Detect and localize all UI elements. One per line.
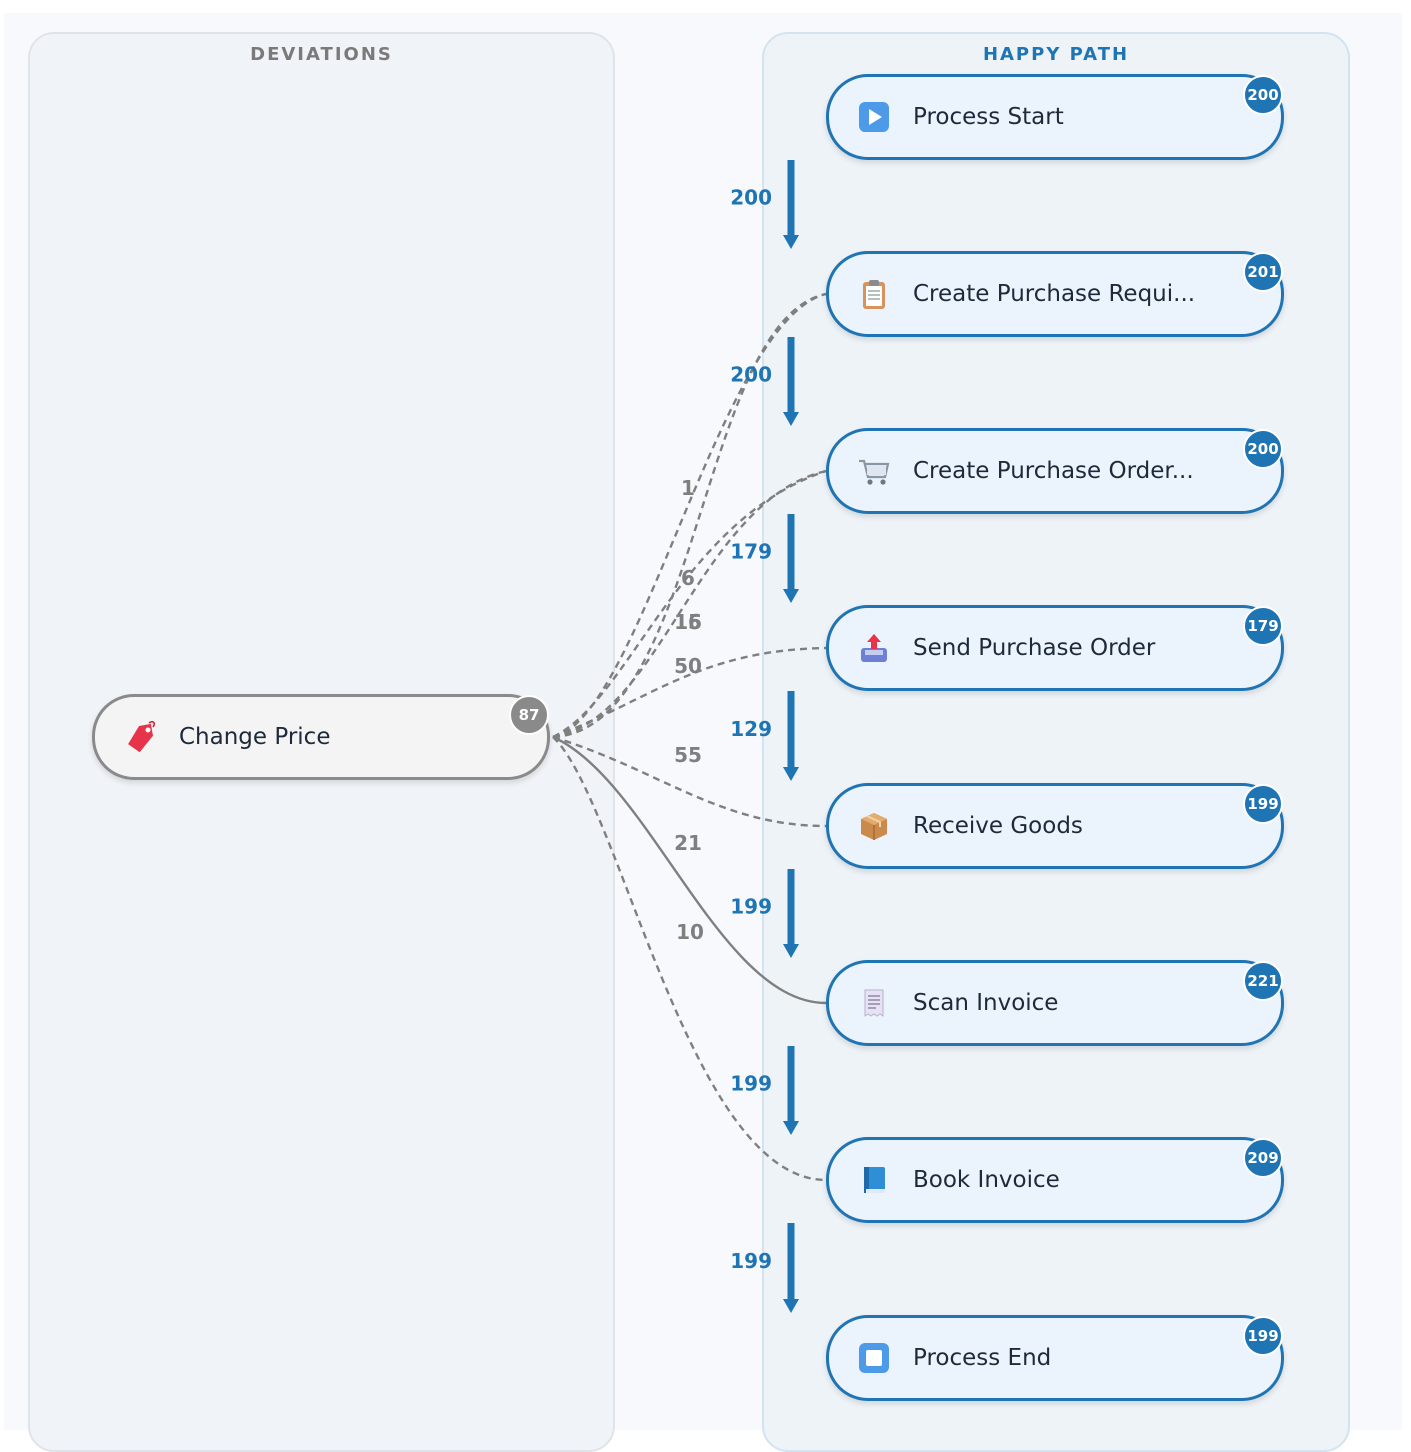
happy-path-lane-title: HAPPY PATH <box>982 44 1130 65</box>
happy-path-edge-label: 199 <box>730 1249 772 1273</box>
count-badge: 200 <box>1243 429 1283 469</box>
happy-path-edge-label: 179 <box>730 540 772 564</box>
happy-path-edge-label: 200 <box>730 186 772 210</box>
count-badge: 87 <box>509 695 549 735</box>
deviation-edge <box>552 469 827 739</box>
play-icon <box>857 100 891 134</box>
deviation-edge-label: 55 <box>674 743 702 767</box>
node-label: Scan Invoice <box>913 990 1059 1016</box>
happy-path-arrowhead <box>783 1299 799 1313</box>
deviation-edge <box>552 292 827 739</box>
deviation-edge-label: 10 <box>676 920 704 944</box>
deviation-edge <box>552 735 827 1005</box>
happy-path-arrowhead <box>783 412 799 426</box>
deviation-edge-label: 15 <box>674 610 702 634</box>
deviation-edge <box>552 646 827 739</box>
node-label: Change Price <box>179 724 331 750</box>
node-label: Process Start <box>913 104 1064 130</box>
node-create-purchase-requisition[interactable]: Create Purchase Requi... 201 <box>826 251 1284 337</box>
shopping-cart-icon <box>857 454 891 488</box>
price-tag-icon <box>123 720 157 754</box>
deviation-edge <box>552 469 827 739</box>
node-process-end[interactable]: Process End 199 <box>826 1315 1284 1401</box>
count-badge: 179 <box>1243 606 1283 646</box>
node-label: Create Purchase Requi... <box>913 281 1196 307</box>
receipt-icon <box>857 986 891 1020</box>
stop-square-icon <box>857 1341 891 1375</box>
deviation-edge-label: 6 <box>681 566 695 590</box>
node-label: Process End <box>913 1345 1052 1371</box>
deviation-edge-label: 21 <box>674 831 702 855</box>
node-label: Send Purchase Order <box>913 635 1156 661</box>
happy-path-arrowhead <box>783 944 799 958</box>
happy-path-arrowhead <box>783 1121 799 1135</box>
count-badge: 199 <box>1243 1316 1283 1356</box>
deviation-edge <box>552 735 827 828</box>
deviation-edge <box>552 736 827 1182</box>
outbox-tray-icon <box>857 631 891 665</box>
happy-path-edge-label: 199 <box>730 1072 772 1096</box>
happy-path-arrowhead <box>783 589 799 603</box>
node-receive-goods[interactable]: Receive Goods 199 <box>826 783 1284 869</box>
deviation-edge-label: 1 <box>681 476 695 500</box>
node-scan-invoice[interactable]: Scan Invoice 221 <box>826 960 1284 1046</box>
happy-path-edge-label: 129 <box>730 717 772 741</box>
deviations-lane-title: DEVIATIONS <box>250 44 393 65</box>
node-label: Receive Goods <box>913 813 1083 839</box>
happy-path-arrowhead <box>783 235 799 249</box>
blue-book-icon <box>857 1163 891 1197</box>
node-process-start[interactable]: Process Start 200 <box>826 74 1284 160</box>
count-badge: 200 <box>1243 75 1283 115</box>
node-create-purchase-order[interactable]: Create Purchase Order... 200 <box>826 428 1284 514</box>
deviation-edge-label: 16 <box>674 610 702 634</box>
count-badge: 199 <box>1243 784 1283 824</box>
node-change-price[interactable]: Change Price 87 <box>92 694 550 780</box>
count-badge: 221 <box>1243 961 1283 1001</box>
happy-path-arrowhead <box>783 767 799 781</box>
node-send-purchase-order[interactable]: Send Purchase Order 179 <box>826 605 1284 691</box>
count-badge: 201 <box>1243 252 1283 292</box>
node-label: Create Purchase Order... <box>913 458 1194 484</box>
package-icon <box>857 809 891 843</box>
clipboard-icon <box>857 277 891 311</box>
happy-path-edge-label: 199 <box>730 895 772 919</box>
node-label: Book Invoice <box>913 1167 1060 1193</box>
node-book-invoice[interactable]: Book Invoice 209 <box>826 1137 1284 1223</box>
deviation-edge-label: 50 <box>674 654 702 678</box>
happy-path-edge-label: 200 <box>730 363 772 387</box>
count-badge: 209 <box>1243 1138 1283 1178</box>
